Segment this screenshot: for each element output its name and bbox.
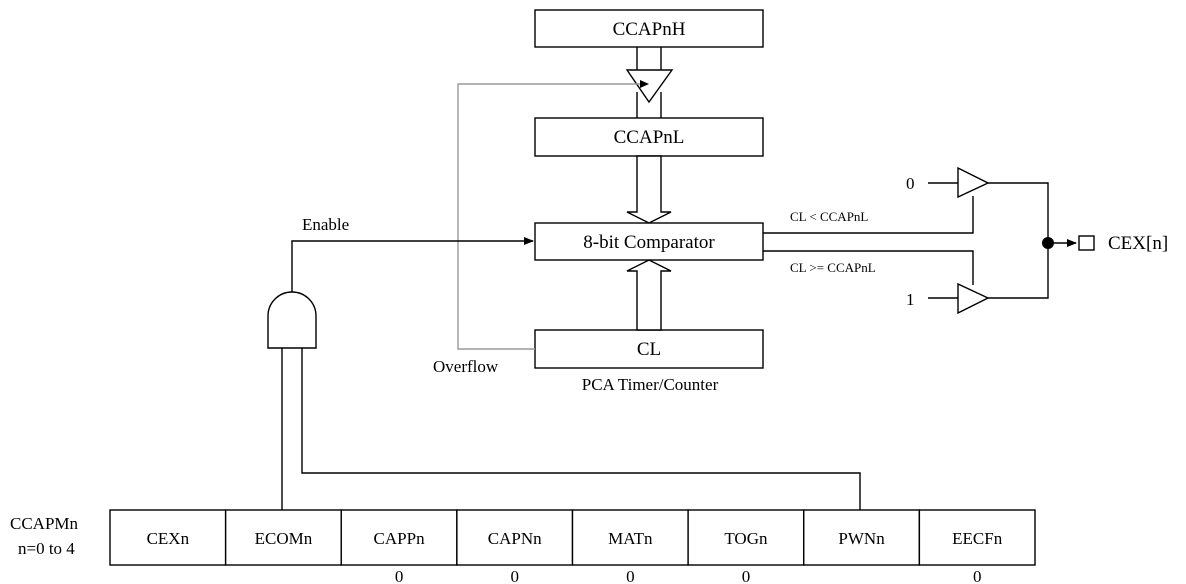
register-bit-name: PWNn bbox=[838, 529, 885, 548]
register-bit-name: CAPNn bbox=[488, 529, 542, 548]
enable-wire bbox=[291, 237, 534, 293]
ccapnl-to-comparator-bus bbox=[626, 155, 672, 224]
register-bit-cell bbox=[918, 509, 1036, 566]
cl-label: CL bbox=[637, 339, 661, 360]
pwmn-input-wire bbox=[301, 348, 861, 510]
register-bit-value: 0 bbox=[510, 567, 519, 584]
cl-greater-equal-label: CL >= CCAPnL bbox=[790, 260, 876, 275]
enable-label: Enable bbox=[302, 215, 349, 234]
cl-less-wire bbox=[763, 196, 974, 234]
cl-block: CL bbox=[534, 329, 764, 369]
register-bit-cell bbox=[224, 509, 342, 566]
cl-to-comparator-bus bbox=[626, 259, 672, 331]
register-bit-name: MATn bbox=[608, 529, 653, 548]
register-bit-value: 0 bbox=[973, 567, 982, 584]
output-wire bbox=[988, 182, 1049, 299]
output-label: CEX[n] bbox=[1108, 233, 1168, 254]
ccapnh-block: CCAPnH bbox=[534, 9, 764, 48]
cl-less-label: CL < CCAPnL bbox=[790, 209, 868, 224]
transfer-gate-icon bbox=[625, 69, 674, 104]
register-bit-value: 0 bbox=[395, 567, 404, 584]
ccapnh-to-ccapnl-bus bbox=[636, 47, 662, 118]
pca-timer-label: PCA Timer/Counter bbox=[582, 375, 719, 394]
comparator-block: 8-bit Comparator bbox=[534, 222, 764, 261]
register-bit-name: ECOMn bbox=[255, 529, 313, 548]
register-table: CEXn ECOMn CAPPn 0 CAPNn 0 MATn 0 TOGn 0 PWNn EECFn… bbox=[109, 509, 1036, 584]
mux-input-1-label: 1 bbox=[906, 290, 915, 309]
register-bit-cell bbox=[803, 509, 921, 566]
mux-input-0-label: 0 bbox=[906, 174, 915, 193]
register-bit-cell bbox=[109, 509, 227, 566]
register-bit-cell bbox=[687, 509, 805, 566]
overflow-arrow-icon bbox=[640, 80, 649, 88]
register-bit-name: EECFn bbox=[952, 529, 1003, 548]
buffer-1-icon bbox=[957, 282, 990, 315]
buffer-0-icon bbox=[957, 166, 990, 199]
register-bit-cell bbox=[340, 509, 458, 566]
register-bit-value: 0 bbox=[742, 567, 751, 584]
overflow-wire bbox=[457, 83, 640, 350]
register-bit-cell bbox=[571, 509, 689, 566]
junction-dot-icon bbox=[1042, 237, 1054, 249]
and-gate-icon bbox=[267, 291, 317, 349]
overflow-label: Overflow bbox=[433, 357, 499, 376]
ccapnl-block: CCAPnL bbox=[534, 117, 764, 157]
register-bit-name: TOGn bbox=[724, 529, 768, 548]
ccapnh-label: CCAPnH bbox=[613, 19, 686, 40]
output-pin-icon bbox=[1078, 235, 1095, 251]
register-bit-name: CAPPn bbox=[374, 529, 426, 548]
cl-greater-equal-wire bbox=[763, 250, 974, 285]
register-name: CCAPMn bbox=[10, 514, 79, 533]
register-bit-name: CEXn bbox=[147, 529, 190, 548]
ccapnl-label: CCAPnL bbox=[614, 127, 685, 148]
register-range: n=0 to 4 bbox=[18, 539, 75, 558]
comparator-label: 8-bit Comparator bbox=[583, 232, 715, 253]
register-bit-value: 0 bbox=[626, 567, 635, 584]
